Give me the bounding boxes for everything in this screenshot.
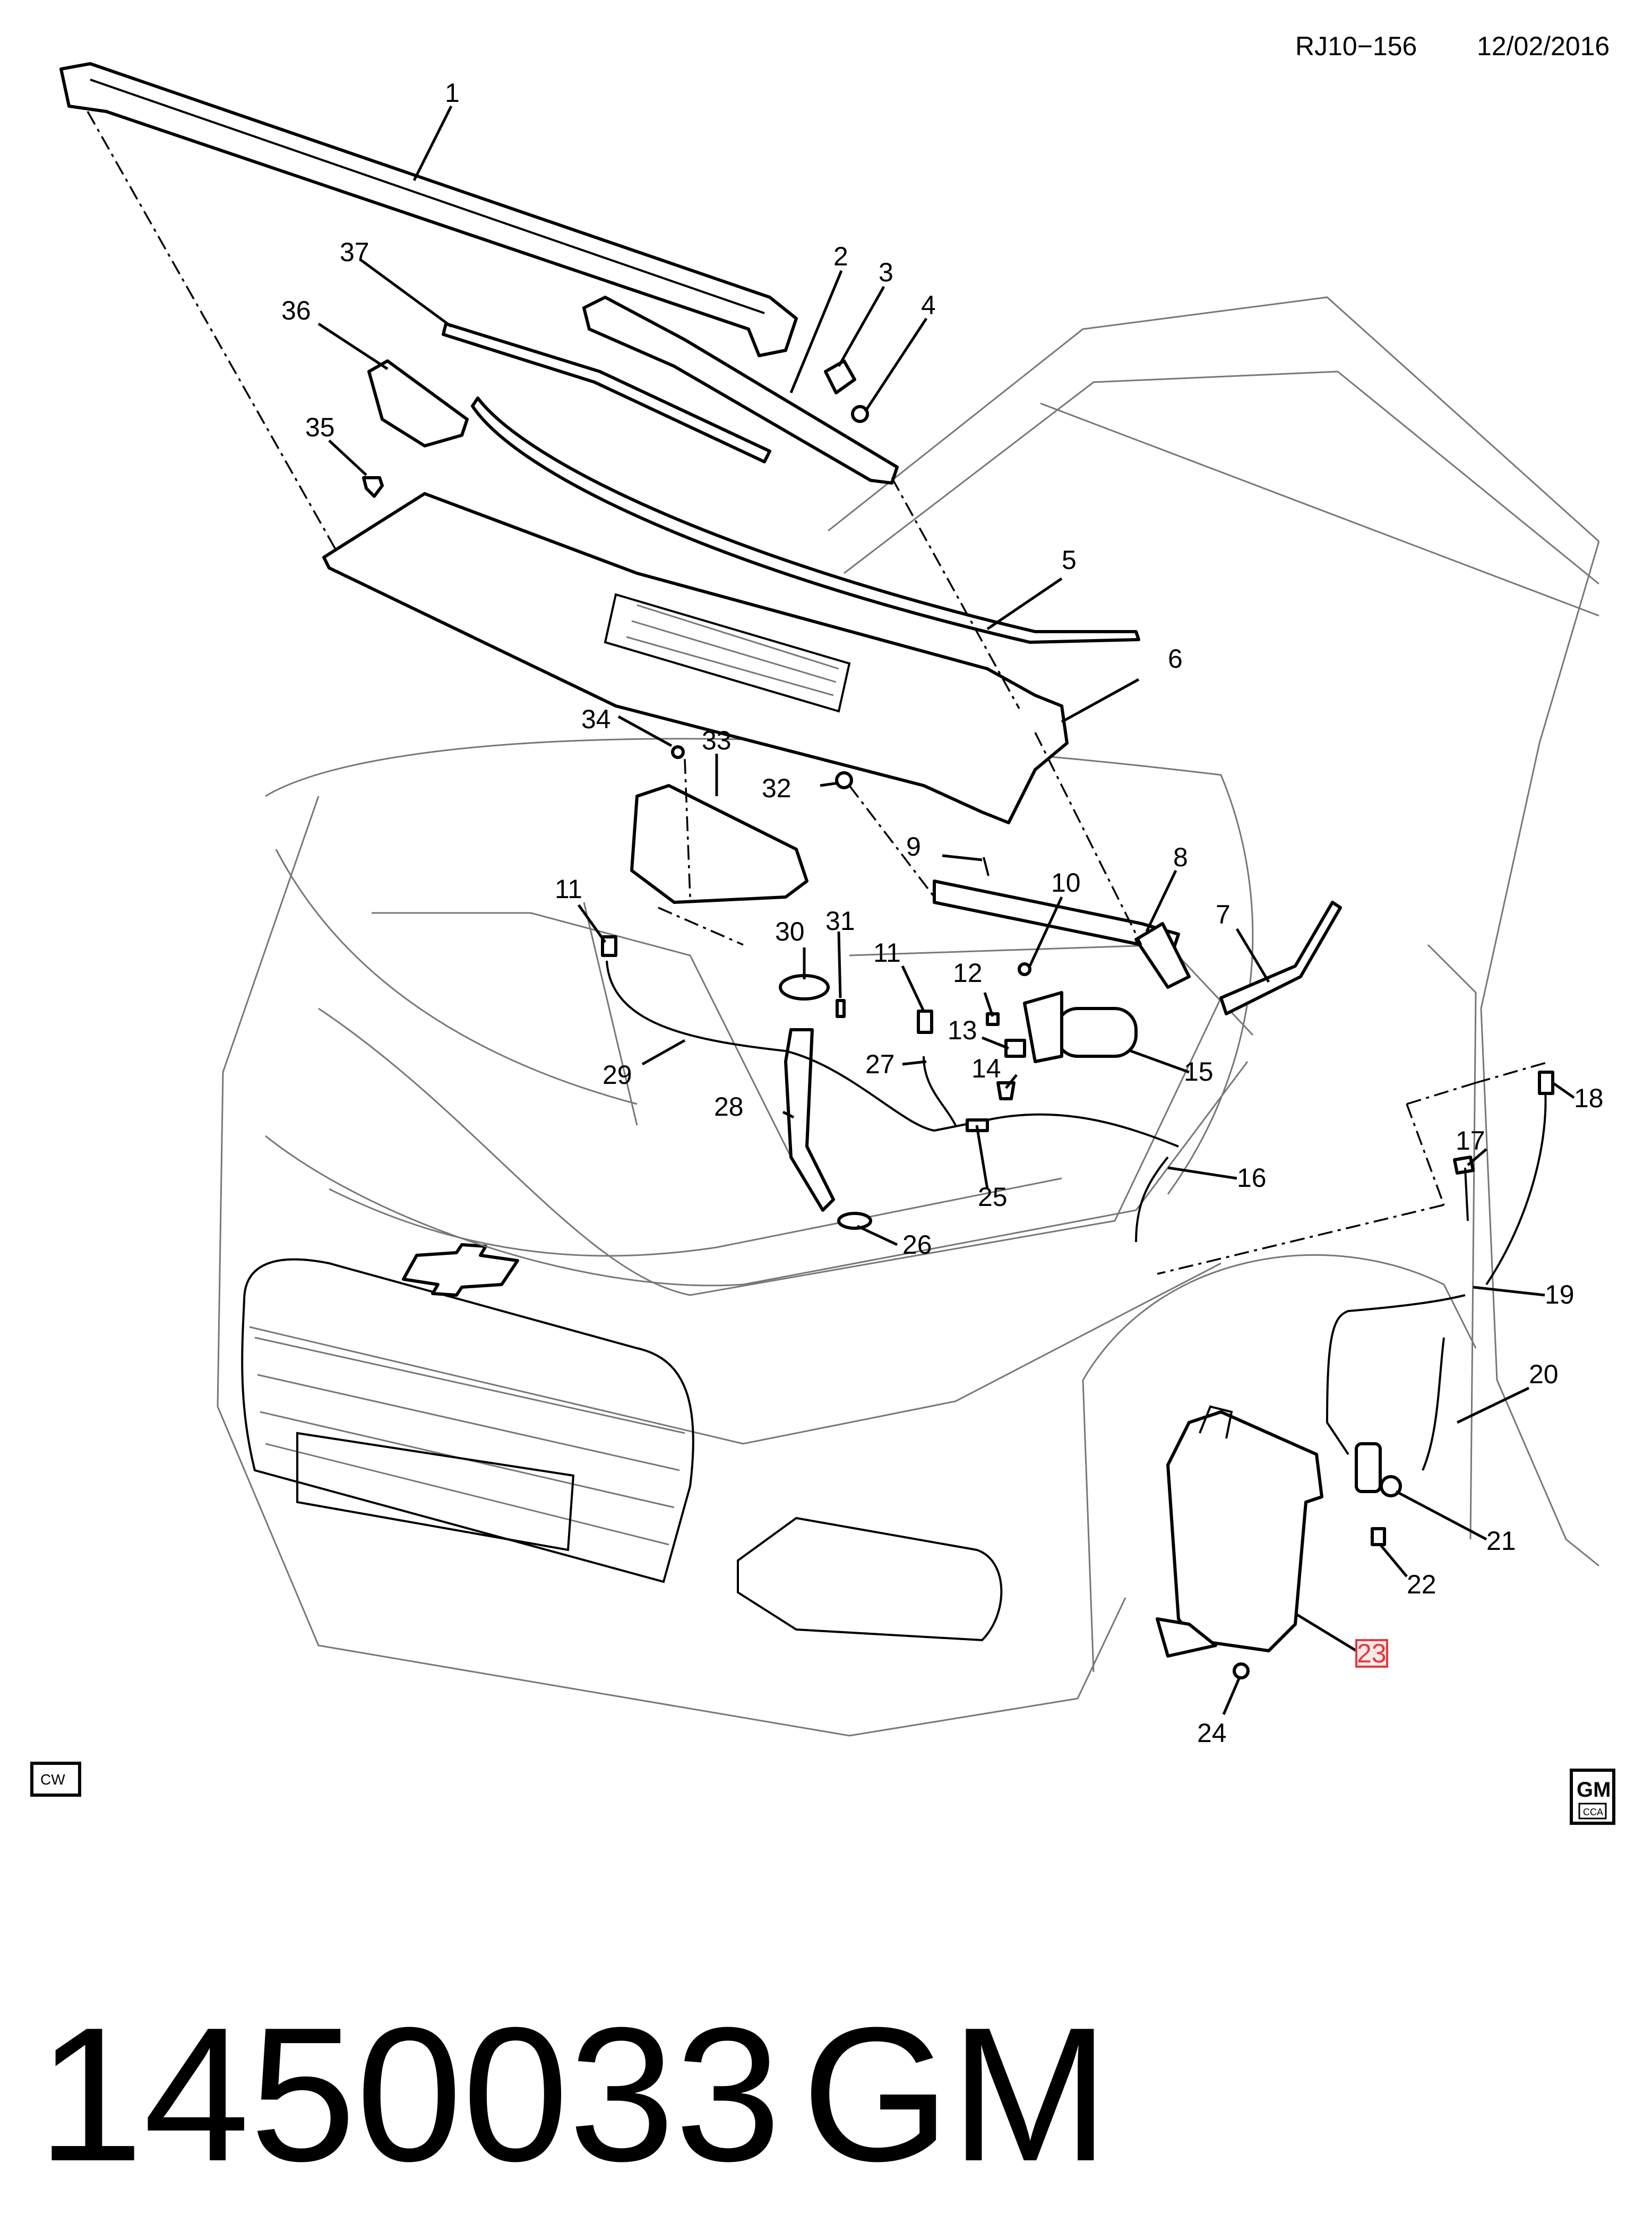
callout-3: 3 (879, 257, 893, 287)
part-32-nut (835, 771, 853, 789)
drawing-ref-code: RJ10−156 (1295, 31, 1417, 61)
callout-36: 36 (281, 296, 311, 325)
callout-9: 9 (906, 832, 921, 861)
callout-12: 12 (953, 958, 983, 988)
callout-27: 27 (865, 1049, 895, 1079)
callout-labels: 1 2 3 4 5 6 7 8 9 10 11 11 12 13 14 15 1… (281, 78, 1604, 1748)
part-13-grommet (1004, 1039, 1026, 1058)
part-1-cowl-seal (59, 62, 798, 357)
callout-20: 20 (1529, 1359, 1559, 1389)
callout-5: 5 (1062, 545, 1077, 575)
callout-23-highlight-box (1355, 1639, 1388, 1668)
callout-19: 19 (1545, 1280, 1574, 1309)
part-18-connector (1538, 1071, 1554, 1095)
callout-4: 4 (921, 290, 936, 320)
part-17-stem (1464, 1167, 1469, 1221)
chevrolet-emblem (402, 1243, 519, 1297)
part-11-nozzle-right (917, 1010, 933, 1034)
callout-13: 13 (948, 1015, 977, 1045)
footer-brand: GM (802, 1988, 1109, 2201)
part-20-washer-hose (1326, 1294, 1466, 1455)
callout-8: 8 (1173, 842, 1188, 872)
part-26-seal (837, 1212, 872, 1230)
cw-badge-label: CW (40, 1771, 65, 1788)
gm-logo-top-text: GM (1577, 1778, 1611, 1801)
part-6-cowl-vent-panel (322, 492, 1069, 824)
part-31-bolt (836, 999, 846, 1018)
callout-6: 6 (1168, 644, 1183, 674)
callout-35: 35 (305, 412, 335, 442)
part-35-push-pin (362, 476, 384, 498)
callout-29: 29 (603, 1060, 632, 1090)
callout-33: 33 (702, 726, 732, 755)
callout-32: 32 (762, 773, 791, 803)
callout-31: 31 (825, 906, 855, 936)
part-15-wiper-motor (1023, 991, 1138, 1063)
part-9-bolt (983, 857, 990, 876)
callout-22: 22 (1407, 1570, 1436, 1599)
callout-37: 37 (340, 237, 369, 267)
part-4-arm-nut (851, 405, 869, 423)
callout-11-right: 11 (873, 938, 901, 968)
part-16-hose-section (1135, 1156, 1169, 1243)
part-12-bracket (986, 1012, 1000, 1026)
part-7-cowl-bracket (1219, 901, 1342, 1015)
vehicle-body-outline (217, 296, 1600, 1737)
callout-28: 28 (714, 1092, 744, 1122)
part-18-hose (1485, 1082, 1547, 1286)
footer-part-number: 1450033 (37, 1988, 781, 2201)
part-17-clip (1453, 1156, 1475, 1175)
callout-17: 17 (1456, 1126, 1485, 1156)
part-37-wiper-blade (442, 322, 771, 463)
part-36-cowl-end-cap (367, 359, 469, 447)
callout-21: 21 (1486, 1526, 1516, 1556)
callout-1: 1 (445, 78, 460, 108)
cw-badge: CW (30, 1762, 81, 1797)
part-34-bolt (671, 745, 685, 759)
part-20-hose-branch (1422, 1337, 1445, 1471)
part-28-filler-neck (784, 1028, 835, 1212)
front-grille (241, 1258, 694, 1583)
part-3-arm-cap (824, 359, 856, 394)
fog-light-bezel (737, 1516, 1003, 1642)
part-29-washer-hose (606, 960, 1179, 1148)
callout-leaders (317, 105, 1575, 1715)
part-24-nut (1233, 1662, 1250, 1679)
callout-24: 24 (1197, 1718, 1227, 1748)
part-5-windshield-seal (471, 396, 1140, 644)
gm-logo: GM CCA (1570, 1769, 1615, 1825)
assembly-lines (87, 111, 1551, 1275)
part-21-washer-pump (1355, 1442, 1402, 1497)
drawing-date: 12/02/2016 (1477, 31, 1610, 61)
license-plate-mount (296, 1432, 575, 1551)
callout-25: 25 (978, 1182, 1008, 1212)
callout-34: 34 (581, 704, 611, 734)
callout-15: 15 (1184, 1057, 1214, 1087)
part-33-heat-shield (630, 784, 808, 904)
callout-11-left: 11 (555, 874, 582, 904)
callout-10: 10 (1051, 868, 1081, 898)
part-14-clip (996, 1081, 1016, 1100)
part-22-grommet (1371, 1527, 1386, 1546)
part-23-washer-reservoir (1156, 1405, 1323, 1658)
part-2-wiper-arm (582, 296, 899, 485)
callout-18: 18 (1574, 1083, 1604, 1113)
part-8-wiper-linkage (933, 880, 1191, 989)
part-10-nut (1018, 962, 1031, 976)
callout-14: 14 (971, 1054, 1001, 1083)
callout-30: 30 (775, 917, 805, 946)
callout-26: 26 (902, 1230, 932, 1260)
part-27-hose (923, 1056, 957, 1126)
callout-16: 16 (1237, 1163, 1267, 1193)
callout-7: 7 (1216, 900, 1231, 929)
callout-23: 23 (1357, 1639, 1387, 1668)
gm-logo-bottom-text: CCA (1583, 1807, 1603, 1817)
callout-2: 2 (833, 242, 848, 271)
